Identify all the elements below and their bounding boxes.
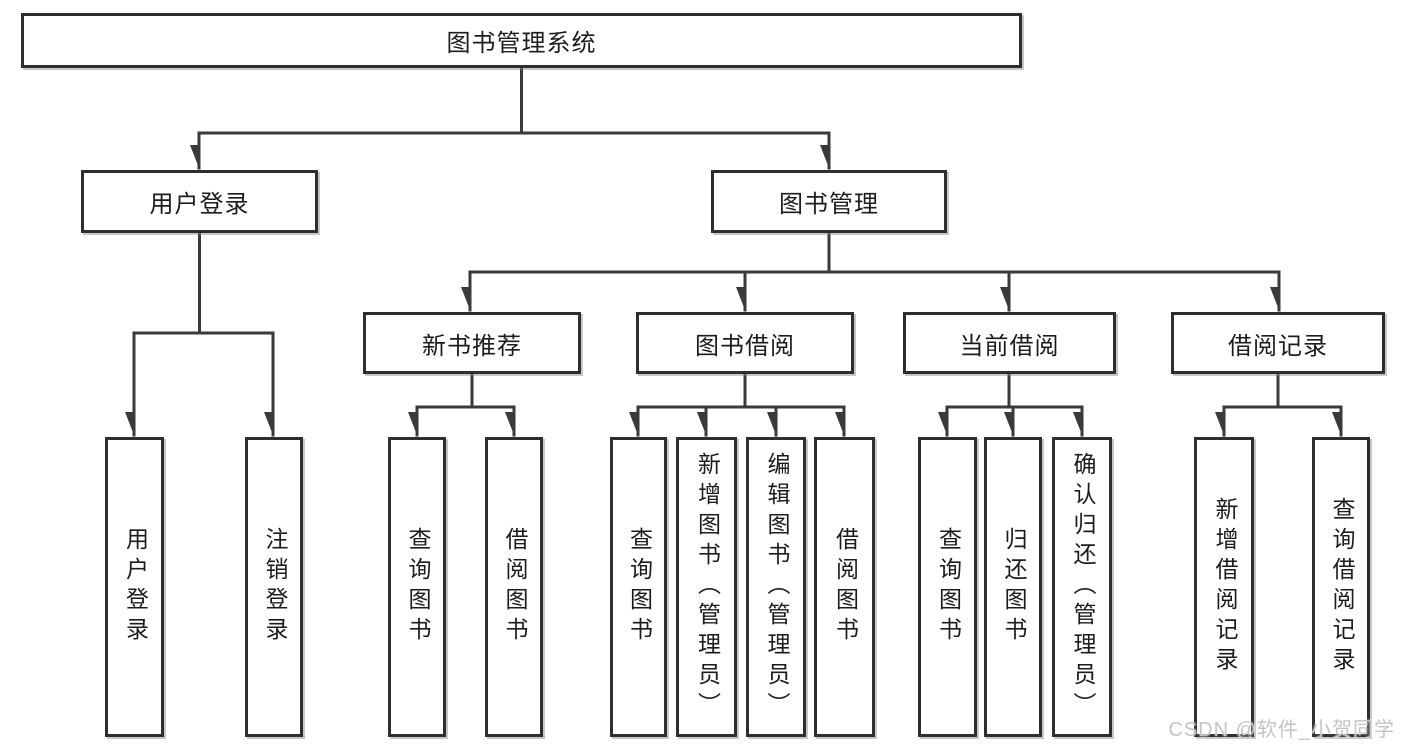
- leaf-add-borrow-record-label: 新增借阅记录: [1211, 497, 1238, 677]
- leaf-query-books-1-label: 查询图书: [404, 527, 431, 647]
- leaf-edit-books-label: 编辑图书（管理员）: [763, 452, 790, 722]
- leaf-logout: 注销登录: [245, 437, 303, 737]
- connector-currentborrow-branch: [945, 372, 1084, 409]
- node-borrow-records: 借阅记录: [1171, 312, 1385, 374]
- leaf-add-books: 新增图书（管理员）: [676, 437, 737, 737]
- leaf-borrow-books-2-label: 借阅图书: [832, 527, 859, 647]
- node-book-borrow-label: 图书借阅: [695, 332, 795, 360]
- leaf-edit-books: 编辑图书（管理员）: [746, 437, 806, 737]
- node-current-borrow: 当前借阅: [903, 312, 1116, 374]
- node-root-label: 图书管理系统: [446, 30, 597, 57]
- leaf-add-books-label: 新增图书（管理员）: [694, 452, 721, 722]
- node-current-borrow-label: 当前借阅: [959, 332, 1060, 360]
- connector-newbooks-branch: [415, 372, 516, 409]
- connector-bookborrow-branch: [636, 372, 846, 409]
- leaf-return-books-label: 归还图书: [1000, 527, 1027, 647]
- leaf-user-login: 用户登录: [105, 437, 164, 737]
- leaf-borrow-books-2: 借阅图书: [814, 437, 875, 737]
- watermark: CSDN @软件_小贺同学: [1168, 719, 1395, 741]
- leaf-confirm-return: 确认归还（管理员）: [1052, 437, 1112, 737]
- node-root: 图书管理系统: [21, 13, 1022, 68]
- leaf-query-books-2: 查询图书: [610, 437, 667, 737]
- leaf-add-borrow-record: 新增借阅记录: [1194, 437, 1254, 737]
- leaf-query-books-1: 查询图书: [388, 437, 446, 737]
- connector-root-branch: [197, 66, 831, 135]
- connector-bookmgmt-branch: [468, 231, 1281, 274]
- connector-group: [132, 66, 1343, 437]
- leaf-query-borrow-record: 查询借阅记录: [1312, 437, 1370, 737]
- node-borrow-records-label: 借阅记录: [1228, 332, 1328, 360]
- node-new-books: 新书推荐: [363, 312, 581, 374]
- leaf-confirm-return-label: 确认归还（管理员）: [1069, 452, 1096, 722]
- leaf-logout-label: 注销登录: [261, 527, 288, 647]
- leaf-return-books: 归还图书: [984, 437, 1042, 737]
- leaf-query-borrow-record-label: 查询借阅记录: [1328, 497, 1355, 677]
- node-book-management: 图书管理: [711, 170, 947, 233]
- node-new-books-label: 新书推荐: [422, 332, 522, 360]
- leaf-borrow-books-1: 借阅图书: [485, 437, 543, 737]
- node-user-login: 用户登录: [81, 170, 318, 233]
- leaf-query-books-3: 查询图书: [918, 437, 977, 737]
- node-user-login-label: 用户登录: [149, 191, 250, 218]
- leaf-query-books-2-label: 查询图书: [626, 527, 653, 647]
- leaf-query-books-3-label: 查询图书: [935, 527, 962, 647]
- connector-userlogin-branch: [132, 231, 275, 335]
- node-book-management-label: 图书管理: [779, 191, 879, 218]
- node-book-borrow: 图书借阅: [636, 312, 854, 374]
- leaf-user-login-label: 用户登录: [122, 527, 149, 647]
- connector-records-branch: [1222, 372, 1343, 409]
- leaf-borrow-books-1-label: 借阅图书: [501, 527, 528, 647]
